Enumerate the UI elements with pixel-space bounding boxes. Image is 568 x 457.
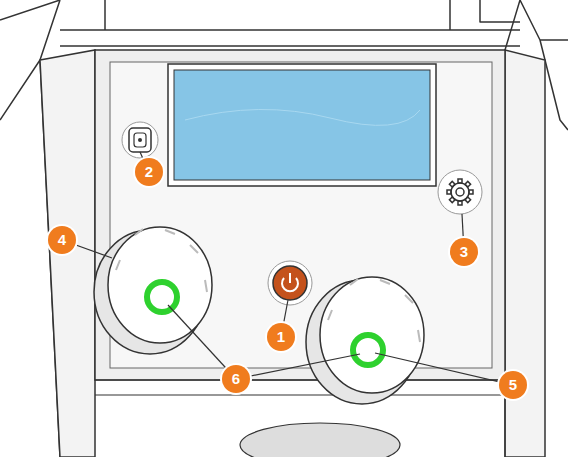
callout-number: 6 — [222, 365, 250, 393]
callout-number: 5 — [499, 371, 527, 399]
callout-number: 1 — [267, 323, 295, 351]
callout-number: 2 — [135, 158, 163, 186]
callout-number: 4 — [48, 226, 76, 254]
callout-number: 3 — [450, 238, 478, 266]
